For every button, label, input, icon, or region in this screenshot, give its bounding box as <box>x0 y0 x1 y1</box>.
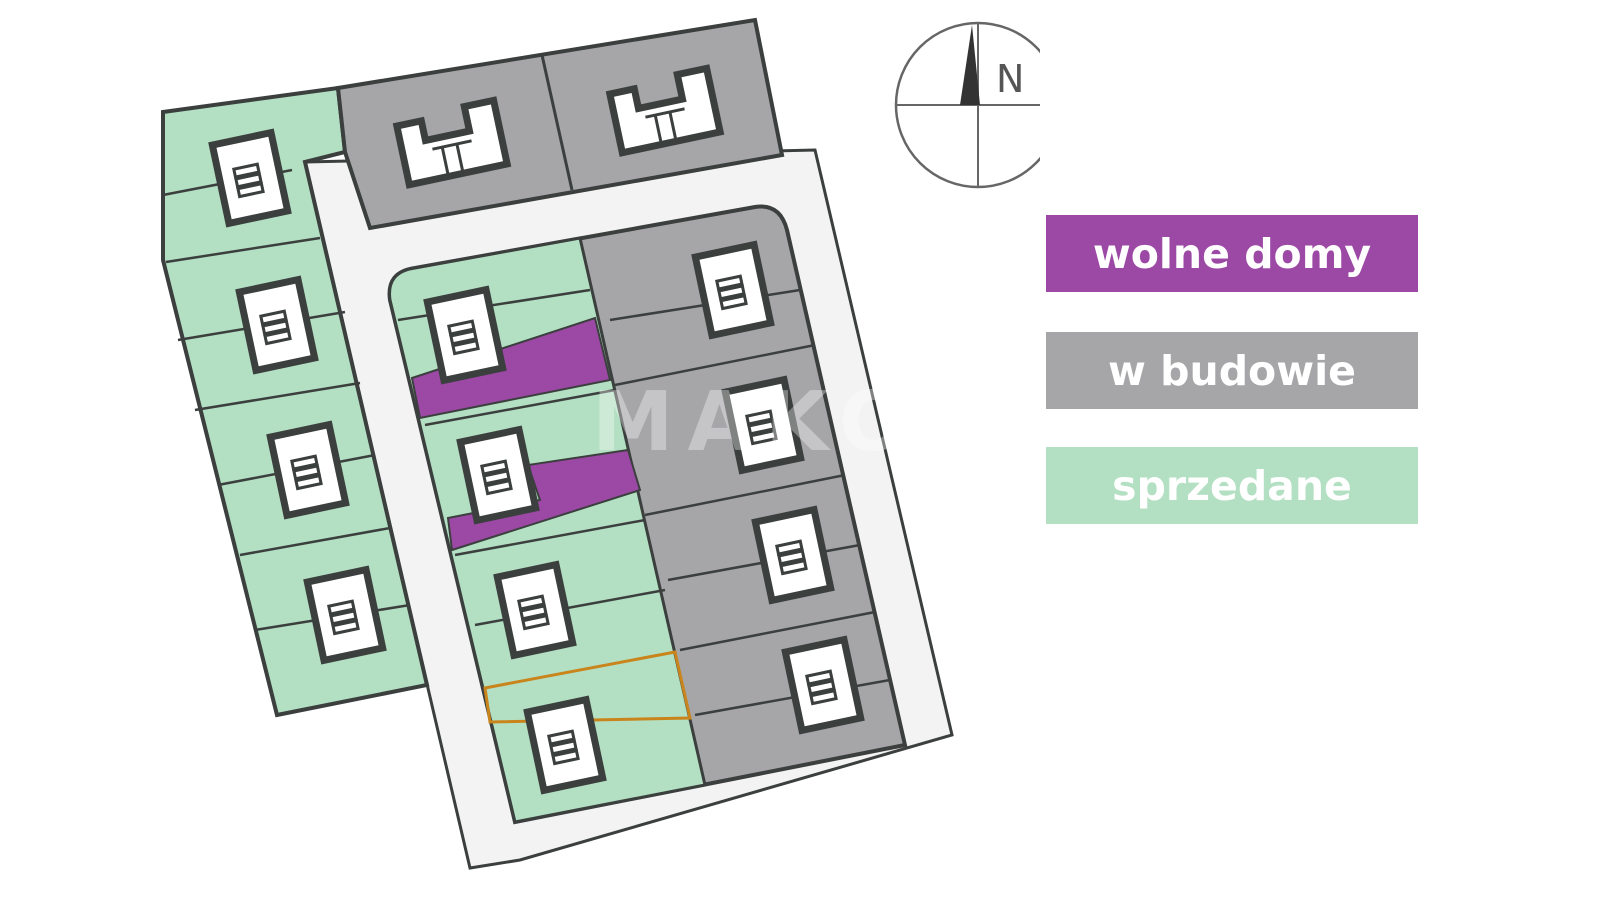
legend-under-construction: w budowie <box>1046 332 1418 409</box>
house-west-2[interactable] <box>239 280 314 371</box>
plot-highlighted[interactable] <box>483 650 692 724</box>
house-inner-1[interactable] <box>427 290 502 381</box>
plot-available-1[interactable] <box>410 316 612 420</box>
legend-under-construction-label: w budowie <box>1108 346 1356 395</box>
legend-sold-label: sprzedane <box>1112 461 1352 510</box>
legend-available-label: wolne domy <box>1092 229 1372 278</box>
house-inner-4[interactable] <box>527 700 602 791</box>
plot-available-2[interactable] <box>446 448 642 552</box>
house-east-1[interactable] <box>695 245 770 336</box>
house-east-3[interactable] <box>755 510 830 601</box>
house-east-4[interactable] <box>785 640 860 731</box>
house-inner-2[interactable] <box>460 430 535 521</box>
house-west-3[interactable] <box>270 425 345 516</box>
house-west-4[interactable] <box>307 570 382 661</box>
legend-sold: sprzedane <box>1046 447 1418 524</box>
house-inner-3[interactable] <box>497 565 572 656</box>
house-west-1[interactable] <box>212 133 287 224</box>
legend-available: wolne domy <box>1046 215 1418 292</box>
compass-north-label: N <box>996 57 1024 101</box>
compass-icon <box>894 21 1040 189</box>
north-arrow-icon <box>960 25 980 105</box>
house-east-2[interactable] <box>725 380 800 471</box>
